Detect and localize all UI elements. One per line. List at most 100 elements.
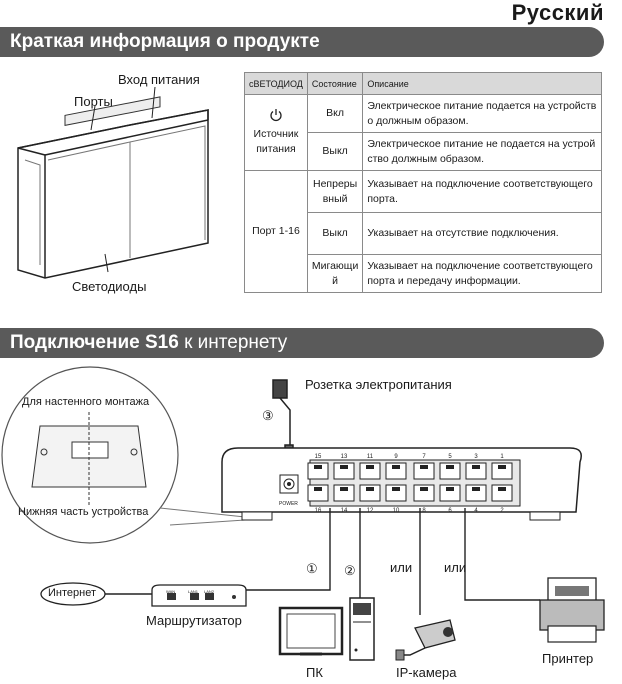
state-cell: Выкл [306, 212, 364, 255]
rj45-port [439, 484, 461, 502]
step-3-marker: ③ [262, 408, 274, 423]
led-status-table: сВЕТОДИОД Состояние Описание Источник пи… [244, 72, 602, 293]
leds-label: Светодиоды [72, 279, 147, 294]
rj45-port-latch [366, 487, 374, 491]
rj45-port-latch [314, 487, 322, 491]
section-title-rest: к интернету [178, 332, 288, 353]
rj45-port [307, 462, 329, 480]
power-input-label: Вход питания [118, 72, 200, 87]
or-label-2: или [444, 560, 467, 575]
section-header-product-info: Краткая информация о продукте [0, 27, 604, 57]
or-label-1: или [390, 560, 413, 575]
router-port-lan2: LAN2 [204, 589, 215, 594]
switch-device-drawing [17, 86, 209, 279]
rj45-port [307, 484, 329, 502]
rj45-port [413, 462, 435, 480]
description-cell: Электрическое питание подается на устрой… [362, 94, 602, 133]
rj45-port-latch [420, 487, 428, 491]
rj45-port-latch [366, 465, 374, 469]
port-number-label: 13 [341, 454, 348, 460]
router-port-wan: WAN [166, 589, 176, 594]
port-number-label: 6 [448, 508, 452, 514]
rj45-port-latch [498, 487, 506, 491]
rj45-port-latch [340, 487, 348, 491]
rj45-port-latch [472, 487, 480, 491]
bottom-side-label: Нижняя часть устройства [18, 506, 149, 518]
port-number-label: 1 [500, 454, 504, 460]
rj45-port [491, 484, 513, 502]
table-header-row: сВЕТОДИОД Состояние Описание [244, 72, 602, 95]
section-title-bold: Подключение S16 [10, 332, 179, 353]
description-cell: Указывает на подключение соответствующег… [362, 170, 602, 213]
rj45-port-latch [446, 487, 454, 491]
rj45-port [439, 462, 461, 480]
router-icon [151, 584, 247, 607]
port-number-label: 10 [393, 508, 400, 514]
router-port-lan1: LAN1 [188, 589, 199, 594]
rj45-port-latch [420, 465, 428, 469]
rj45-port [385, 484, 407, 502]
bottom-view-magnifier [1, 366, 246, 544]
router-label: Маршрутизатор [146, 613, 242, 628]
rj45-port [359, 462, 381, 480]
ip-camera-label: IP-камера [396, 665, 457, 680]
state-cell: Мигающи й [306, 254, 364, 293]
rj45-port-latch [498, 465, 506, 469]
port-number-label: 15 [315, 454, 322, 460]
table-row: Выкл Электрическое питание не подается н… [245, 132, 602, 171]
printer-label: Принтер [542, 651, 594, 666]
wall-mount-label: Для настенного монтажа [22, 396, 150, 408]
power-port-label: POWER [279, 501, 298, 507]
step-1-marker: ① [306, 561, 318, 576]
rj45-port [333, 484, 355, 502]
printer-icon [539, 577, 605, 643]
power-led-name: Источник питания [253, 128, 299, 155]
state-cell: Непреры вный [306, 170, 364, 213]
ip-camera-icon [395, 619, 456, 661]
rj45-port [465, 462, 487, 480]
rj45-port-latch [446, 465, 454, 469]
rj45-port [413, 484, 435, 502]
rj45-port [491, 462, 513, 480]
description-cell: Указывает на отсутствие подключения. [362, 212, 602, 255]
section-header-connection: Подключение S16 к интернету [0, 328, 604, 358]
port-number-label: 12 [367, 508, 374, 514]
pc-label: ПК [306, 665, 323, 680]
port-number-label: 5 [448, 454, 452, 460]
pc-tower-icon [349, 597, 375, 661]
rj45-port-latch [392, 487, 400, 491]
language-label: Русский [511, 0, 604, 25]
state-cell: Выкл [306, 132, 364, 171]
rj45-port [333, 462, 355, 480]
port-number-label: 3 [474, 454, 478, 460]
rj45-port [385, 462, 407, 480]
port-number-label: 14 [341, 508, 348, 514]
rj45-port-latch [314, 465, 322, 469]
rj45-port [465, 484, 487, 502]
power-outlet-label: Розетка электропитания [305, 377, 452, 392]
rj45-port-latch [472, 465, 480, 469]
internet-label: Интернет [48, 587, 96, 599]
table-row: Мигающи й Указывает на подключение соотв… [245, 254, 602, 293]
description-cell: Электрическое питание не подается на уст… [362, 132, 602, 171]
table-row: Выкл Указывает на отсутствие подключения… [245, 212, 602, 255]
port-number-label: 11 [367, 454, 374, 460]
port-number-label: 8 [422, 508, 426, 514]
table-row: Порт 1-16 Непреры вный Указывает на подк… [244, 170, 602, 293]
rj45-port [359, 484, 381, 502]
step-2-marker: ② [344, 563, 356, 578]
header-state: Состояние [306, 72, 364, 95]
ports-label: Порты [74, 94, 113, 109]
rj45-port-latch [392, 465, 400, 469]
section-title: Краткая информация о продукте [10, 31, 320, 52]
rj45-port-latch [340, 465, 348, 469]
table-row: Источник питания Вкл Электрическое питан… [244, 94, 602, 171]
switch-s16-drawing [221, 447, 582, 521]
power-icon [270, 109, 282, 122]
port-led-cell: Порт 1-16 [244, 170, 308, 293]
description-cell: Указывает на подключение соответствующег… [362, 254, 602, 293]
port-number-label: 7 [422, 454, 426, 460]
